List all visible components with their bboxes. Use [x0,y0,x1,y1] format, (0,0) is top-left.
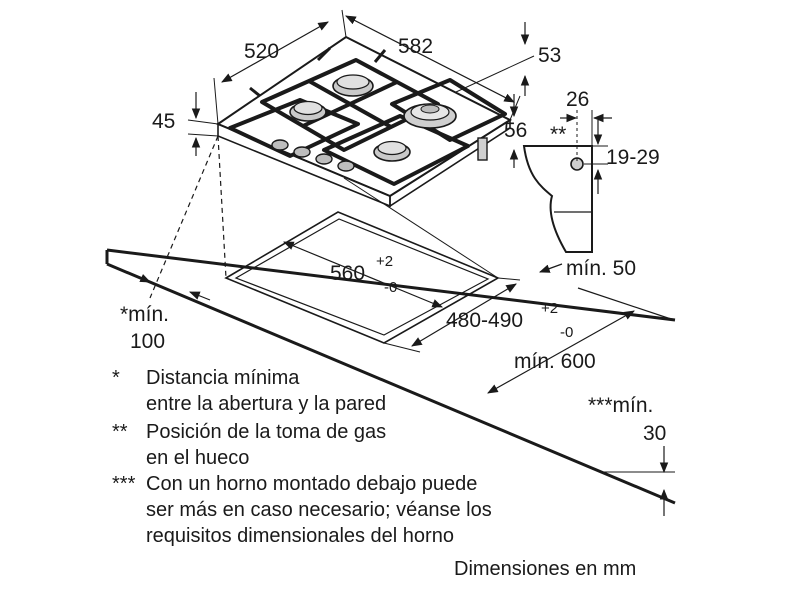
svg-text:requisitos dimensionales del h: requisitos dimensionales del horno [146,525,454,547]
dim-right-offset: 53 [538,44,561,67]
dim-gas-height: 19-29 [606,146,660,169]
dim-min-wall-line1: *mín. [120,303,169,326]
footnotes: * Distancia mínima entre la abertura y l… [112,367,492,547]
svg-text:+2: +2 [541,300,558,317]
svg-text:ser más en caso necesario; véa: ser más en caso necesario; véanse los [146,499,492,521]
dim-height-left: 45 [152,110,175,133]
svg-text:Con un horno montado debajo pu: Con un horno montado debajo puede [146,473,477,495]
footnote-2: ** Posición de la toma de gas en el huec… [112,421,386,469]
svg-text:entre la abertura y la pared: entre la abertura y la pared [146,393,386,415]
svg-text:*: * [112,367,120,389]
control-knobs [271,139,355,172]
dimension-labels: 520 582 53 45 56 26 ** 19-29 560 +2 -0 4… [120,35,666,445]
svg-text:-0: -0 [384,279,397,296]
pan-supports [228,46,507,186]
worktop-drawing [105,135,676,505]
footnote-3: *** Con un horno montado debajo puede se… [112,473,492,547]
gas-marker: ** [550,123,566,146]
dim-min-back: mín. 50 [566,257,636,280]
footnote-1: * Distancia mínima entre la abertura y l… [112,367,386,415]
units-label: Dimensiones en mm [454,558,636,580]
dim-height-right: 56 [504,119,527,142]
svg-text:**: ** [112,421,128,443]
svg-text:-0: -0 [560,324,573,341]
svg-text:***: *** [112,473,136,495]
dim-min-under-line2: 30 [643,422,666,445]
svg-text:Distancia mínima: Distancia mínima [146,367,300,389]
dim-min-front: mín. 600 [514,350,596,373]
svg-text:560: 560 [330,262,365,285]
gas-connector [477,137,488,161]
svg-text:en el hueco: en el hueco [146,447,249,469]
svg-text:+2: +2 [376,253,393,270]
dim-cutout-depth: 480-490 +2 -0 [446,300,573,341]
dim-min-under-line1: ***mín. [588,394,653,417]
dimension-lines [127,9,675,516]
dim-bracket-width: 26 [566,88,589,111]
gas-bracket-detail [522,110,593,253]
svg-text:Posición de la toma de gas: Posición de la toma de gas [146,421,386,443]
dim-cutout-width: 560 +2 -0 [330,253,397,296]
svg-text:480-490: 480-490 [446,309,523,332]
dim-depth-top: 582 [398,35,433,58]
dim-width-top: 520 [244,40,279,63]
dim-min-wall-line2: 100 [130,330,165,353]
